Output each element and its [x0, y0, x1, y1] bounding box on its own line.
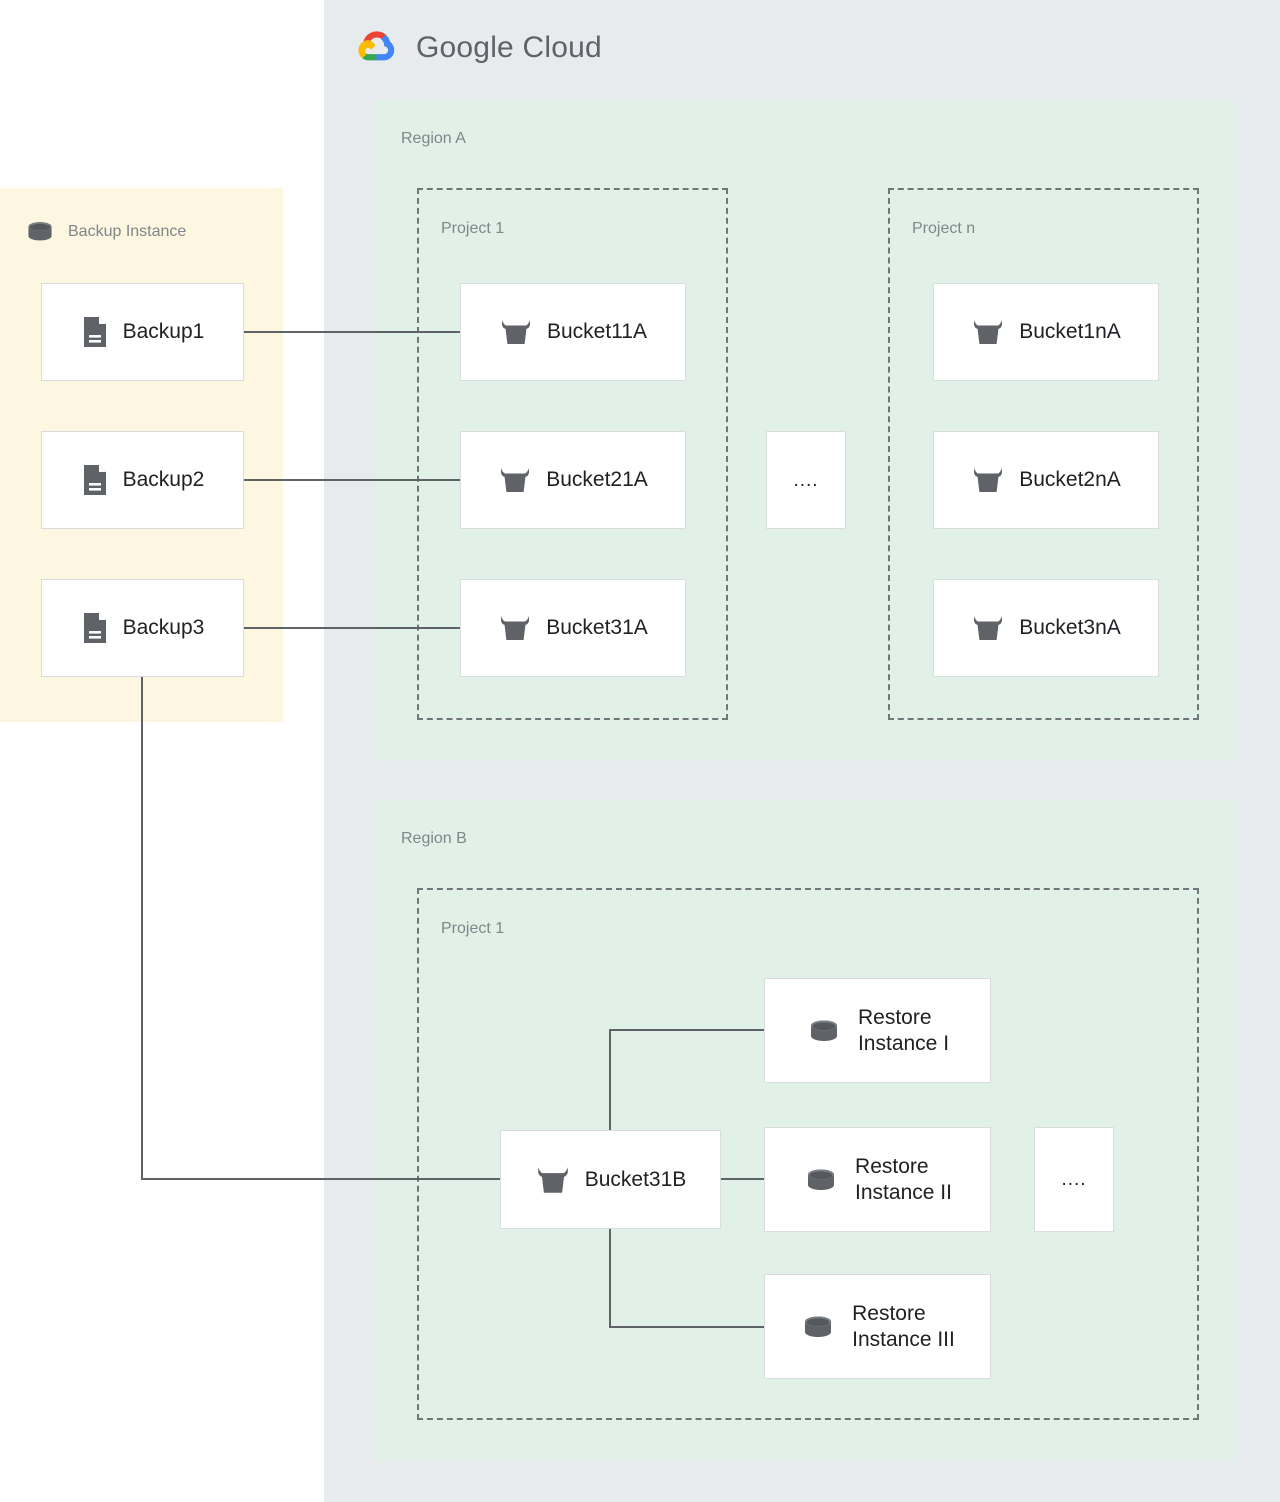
backup-card-backup1[interactable]: Backup1 — [41, 283, 244, 381]
storage-bucket-icon — [501, 616, 530, 640]
database-cylinder-icon — [805, 1316, 832, 1337]
backup-instance-title: Backup Instance — [68, 222, 187, 240]
storage-bucket-icon — [501, 468, 530, 492]
document-icon — [83, 613, 106, 643]
project-n-region-a: Project n — [888, 188, 1199, 720]
google-cloud-brand: Google Cloud — [352, 26, 602, 70]
backup-instance-header: Backup Instance — [24, 218, 186, 245]
region-a-label: Region A — [401, 130, 466, 147]
document-icon — [83, 465, 106, 495]
ellipsis-label: .... — [1061, 1169, 1087, 1190]
storage-bucket-icon — [974, 468, 1003, 492]
backup-card-backup3[interactable]: Backup3 — [41, 579, 244, 677]
project-1-region-a: Project 1 — [417, 188, 728, 720]
bucket-card-label: Bucket3nA — [1019, 616, 1121, 640]
ellipsis-card-region-a: .... — [766, 431, 846, 529]
bucket-card-bucket21a[interactable]: Bucket21A — [460, 431, 686, 529]
database-cylinder-icon — [810, 1020, 837, 1041]
restore-instance-card-iii[interactable]: Restore Instance III — [764, 1274, 991, 1379]
database-cylinder-icon — [808, 1169, 835, 1190]
storage-bucket-icon — [537, 1166, 568, 1193]
bucket-card-label: Bucket31B — [584, 1167, 687, 1191]
restore-instance-label: Restore Instance III — [852, 1301, 955, 1351]
google-cloud-logo-icon — [358, 31, 395, 61]
storage-bucket-icon — [501, 320, 530, 344]
ellipsis-card-region-b: .... — [1034, 1127, 1114, 1232]
restore-instance-card-ii[interactable]: Restore Instance II — [764, 1127, 991, 1232]
bucket-card-bucket1na[interactable]: Bucket1nA — [933, 283, 1159, 381]
backup-card-label: Backup1 — [122, 320, 205, 344]
document-icon — [83, 317, 106, 347]
storage-bucket-icon — [974, 320, 1003, 344]
backup-card-label: Backup3 — [122, 616, 205, 640]
project-1-region-b-label: Project 1 — [441, 920, 505, 937]
backup-card-label: Backup2 — [122, 468, 205, 492]
project-1-region-a-label: Project 1 — [441, 220, 505, 237]
storage-bucket-icon — [974, 616, 1003, 640]
bucket-card-bucket3na[interactable]: Bucket3nA — [933, 579, 1159, 677]
google-cloud-brand-label: Google Cloud — [416, 31, 602, 64]
bucket-card-bucket2na[interactable]: Bucket2nA — [933, 431, 1159, 529]
project-n-region-a-label: Project n — [912, 220, 976, 237]
database-cylinder-icon — [28, 222, 52, 241]
restore-instance-label: Restore Instance I — [857, 1005, 950, 1055]
bucket-card-label: Bucket11A — [546, 320, 647, 344]
restore-instance-card-i[interactable]: Restore Instance I — [764, 978, 991, 1083]
bucket-card-bucket11a[interactable]: Bucket11A — [460, 283, 686, 381]
bucket-card-label: Bucket21A — [546, 468, 648, 492]
bucket-card-label: Bucket31A — [546, 616, 648, 640]
restore-instance-label: Restore Instance II — [855, 1154, 952, 1204]
bucket-card-label: Bucket1nA — [1019, 320, 1121, 344]
region-b-label: Region B — [401, 830, 467, 847]
ellipsis-label: .... — [793, 469, 819, 491]
backup-card-backup2[interactable]: Backup2 — [41, 431, 244, 529]
bucket-card-bucket31a[interactable]: Bucket31A — [460, 579, 686, 677]
bucket-card-label: Bucket2nA — [1019, 468, 1121, 492]
bucket-card-bucket31b[interactable]: Bucket31B — [500, 1130, 721, 1229]
